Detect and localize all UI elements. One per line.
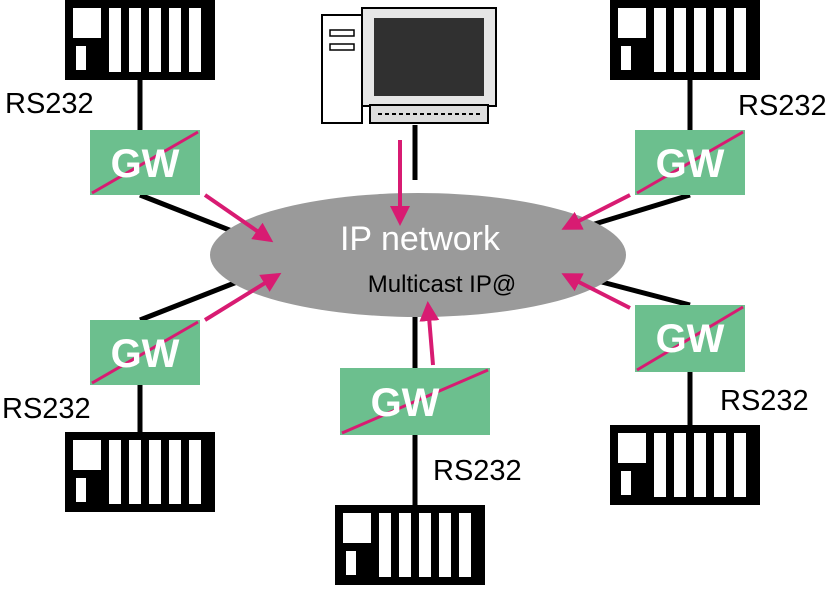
arrow-icon [561, 273, 631, 310]
plc-device-icon [610, 0, 760, 80]
gateway-label: GW [371, 381, 440, 425]
data-flow-arrows [203, 140, 631, 366]
plc-device-icon [65, 0, 215, 80]
gateway-top-left: GW [90, 130, 200, 195]
arrow-icon [203, 272, 282, 322]
arrow-icon [419, 301, 440, 366]
gateway-label: GW [656, 142, 725, 186]
gateway-bottom-left: GW [90, 320, 200, 385]
network-title: IP network [340, 220, 501, 258]
plc-device-icon [65, 432, 215, 512]
gateway-label: GW [656, 317, 725, 361]
gateway-bottom-right: GW [635, 305, 745, 372]
serial-label: RS232 [738, 90, 827, 122]
arrow-icon [203, 193, 274, 243]
ip-network-cloud: IP network Multicast IP@ [210, 193, 626, 317]
network-subtitle: Multicast IP@ [368, 271, 516, 298]
serial-label: RS232 [2, 393, 91, 425]
arrow-icon [561, 193, 631, 230]
gateway-label: GW [111, 332, 180, 376]
serial-label: RS232 [5, 88, 94, 120]
gateway-top-right: GW [635, 130, 745, 195]
plc-device-icon [335, 505, 485, 585]
network-ellipse [210, 193, 626, 317]
plc-device-icon [610, 425, 760, 505]
gateway-label: GW [111, 142, 180, 186]
gateway-bottom-center: GW [340, 368, 490, 435]
serial-label: RS232 [720, 385, 809, 417]
computer-icon [321, 7, 497, 124]
serial-label: RS232 [433, 455, 522, 487]
